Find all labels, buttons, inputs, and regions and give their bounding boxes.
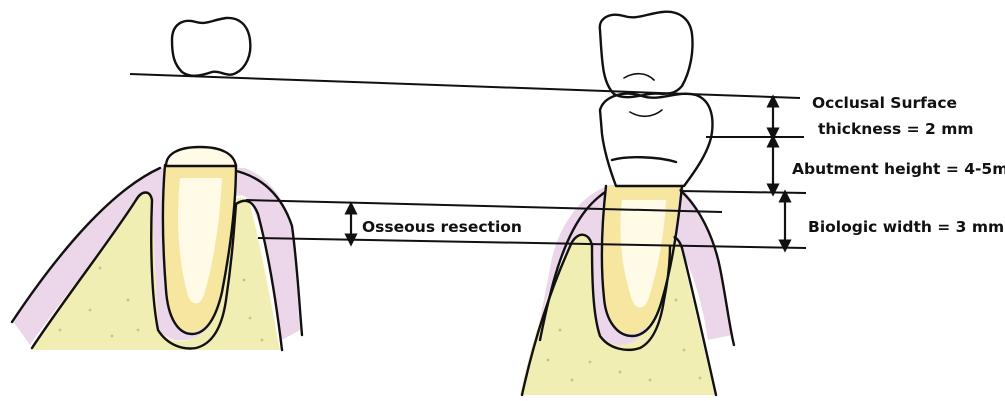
right-abutment-top (612, 157, 676, 162)
right-crown (600, 94, 712, 186)
biologic-width-label: Biologic width = 3 mm (808, 218, 1004, 236)
occlusal-surface-label-line2: thickness = 2 mm (818, 120, 974, 138)
right-opposing-tooth (600, 12, 693, 97)
left-tooth-illustration (12, 18, 302, 350)
occlusal-plane-line (130, 74, 800, 98)
osseous-resection-label: Osseous resection (362, 218, 522, 236)
left-opposing-tooth (172, 18, 250, 76)
occlusal-surface-label-line1: Occlusal Surface (812, 94, 957, 112)
right-crown-groove (630, 110, 662, 116)
right-tooth-illustration (520, 12, 734, 395)
margin-line (680, 191, 806, 193)
abutment-height-label: Abutment height = 4-5mm (792, 160, 1005, 178)
right-opposing-groove (624, 74, 654, 80)
left-bone-crest-line (258, 238, 806, 248)
